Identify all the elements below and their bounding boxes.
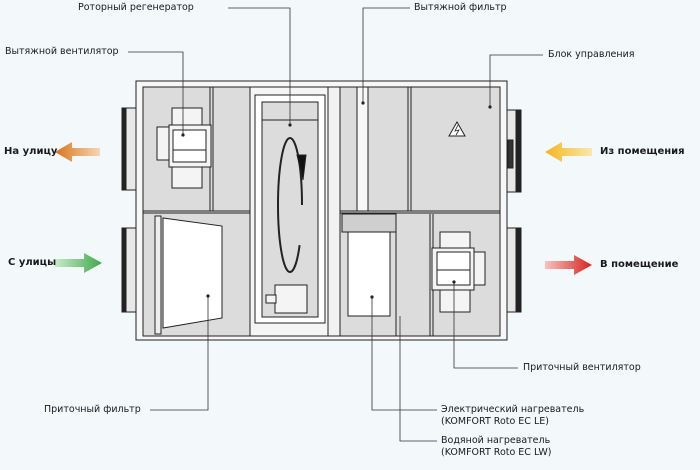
electric-heater-model: (KOMFORT Roto EC LE)	[441, 416, 549, 427]
label-from-room: Из помещения	[600, 146, 685, 157]
supply-fan	[431, 231, 486, 313]
heater	[347, 231, 391, 317]
water-heater-name: Водяной нагреватель	[441, 435, 551, 446]
label-to-room: В помещение	[600, 259, 679, 270]
electric-heater-name: Электрический нагреватель	[441, 404, 585, 415]
arrow-from-room	[545, 142, 592, 162]
label-electric-heater: Электрический нагреватель(KOMFORT Roto E…	[441, 404, 584, 428]
label-to-outside: На улицу	[4, 146, 58, 157]
label-water-heater: Водяной нагреватель(KOMFORT Roto EC LW)	[441, 435, 551, 459]
rotation-arrow	[277, 137, 303, 273]
label-control-unit: Блок управления	[548, 49, 635, 60]
callout-lines	[128, 7, 543, 442]
warning-icon	[448, 120, 466, 137]
duct-exhaust-in	[506, 109, 522, 193]
rotor-motor	[265, 284, 308, 314]
label-supply-filter: Приточный фильтр	[44, 404, 141, 415]
duct-supply-out	[506, 227, 522, 313]
duct-supply-in	[121, 227, 137, 313]
label-supply-fan: Приточный вентилятор	[523, 362, 641, 373]
label-from-outside: С улицы	[8, 257, 57, 268]
exhaust-fan	[156, 107, 212, 189]
exhaust-filter	[356, 86, 369, 212]
label-exhaust-fan: Вытяжной вентилятор	[5, 46, 119, 57]
label-rotor: Роторный регенератор	[78, 2, 194, 13]
label-exhaust-filter: Вытяжной фильтр	[414, 2, 507, 13]
arrow-to-room	[545, 255, 592, 275]
arrow-from-outside	[55, 253, 102, 273]
supply-filter	[162, 217, 223, 329]
water-heater-model: (KOMFORT Roto EC LW)	[441, 447, 552, 458]
duct-exhaust-out	[121, 107, 137, 191]
arrow-to-outside	[55, 142, 100, 162]
